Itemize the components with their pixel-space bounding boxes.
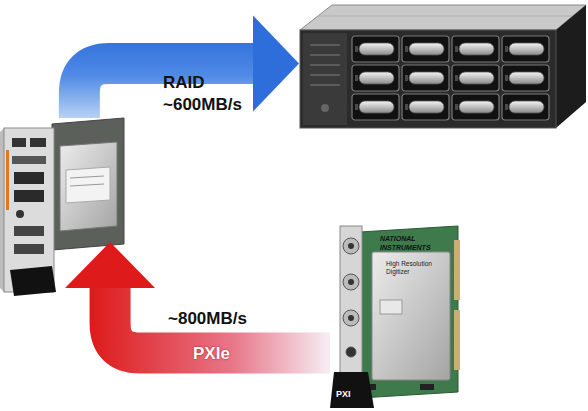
node-text: NATIONAL INSTRUMENTS [380,234,458,252]
small-connector [346,347,356,357]
vent-line [310,84,340,86]
ejector-handle [10,266,56,296]
vent-line [310,74,340,76]
panel-stripe [6,150,9,210]
node-text: PXI [336,388,366,400]
raid-chassis [300,5,586,128]
arrow-head [253,15,299,111]
port [14,244,44,254]
drive-bay [502,94,549,120]
ejector-handle [330,372,374,408]
drive-bay [402,36,449,62]
raid-storage [300,2,588,130]
bnc-connector [343,238,359,254]
circuit-board [360,226,458,398]
arrow-band [110,288,330,353]
rate-label: ~800MB/s [168,308,278,330]
chassis-top [300,5,586,30]
drive-bay [352,36,399,62]
bnc-pin [348,243,354,249]
bus-label: PXIe [193,343,263,365]
bnc-connector [343,310,359,326]
chassis-seam [318,16,572,17]
sticker-line [70,176,104,178]
node-text: High Resolution Digitizer [386,260,450,276]
drive-bay [502,36,549,62]
sticker-line [70,184,104,186]
digitizer-card: NATIONAL INSTRUMENTS High Resolution Digi… [330,222,460,408]
drive-bay [502,65,549,91]
bnc-pin [348,315,354,321]
drive-bay [352,65,399,91]
port [12,156,46,164]
vent-line [310,54,340,56]
port [14,172,44,184]
port [30,138,46,147]
vent-line [310,64,340,66]
drive-bay [452,94,499,120]
pxi-controller [0,118,128,246]
backplane-connector [454,240,460,300]
bnc-connector [343,274,359,290]
controller-board [52,118,124,250]
port [14,226,44,236]
port [14,190,44,202]
digitizer-module [330,226,460,408]
drive-bay [452,36,499,62]
shield-sticker [380,300,402,314]
backplane-connector [454,310,460,370]
chassis-side [556,5,586,128]
panel-edge [0,128,4,292]
data-flow-arrow [79,15,299,118]
chassis-front [300,30,556,128]
arrow-head [65,242,155,288]
component [420,384,434,390]
vent-line [310,44,340,46]
power-button [321,104,329,112]
front-panel [340,226,362,396]
drive-bay [352,94,399,120]
bus-flow-arrow [65,242,330,353]
chassis-ear [303,33,347,125]
metal-shield [372,252,450,380]
port [12,138,26,147]
bnc-pin [348,279,354,285]
drive-bay [402,65,449,91]
hard-drive [60,142,117,231]
drive-bay [402,94,449,120]
drive-sticker [66,167,110,203]
drive-bay [452,65,499,91]
port [16,210,24,218]
rate-label: RAID ~600MB/s [163,72,259,116]
